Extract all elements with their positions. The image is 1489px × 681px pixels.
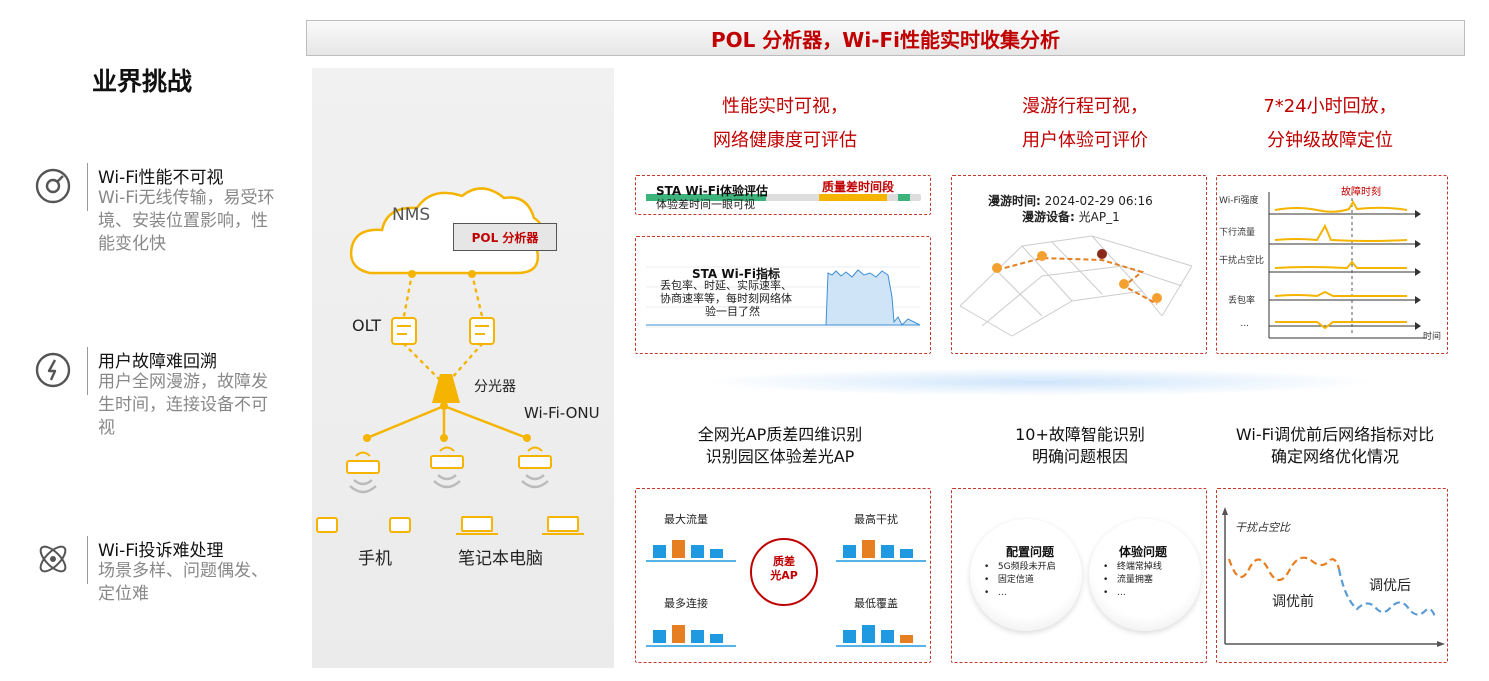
tuning-compare-card: 干扰占空比 调优前 调优后: [1216, 488, 1448, 663]
quad-label-interference: 最高干扰: [854, 513, 898, 526]
feature-title-roam: 漫游行程可视， 用户体验可评价: [1022, 96, 1148, 151]
roaming-map: [959, 235, 1193, 337]
client-devices: [316, 516, 584, 535]
challenge-heading: 用户故障难回溯: [98, 352, 217, 372]
card2-title: STA Wi-Fi指标: [692, 267, 781, 281]
replay-timeline: [1268, 192, 1427, 339]
challenge-desc: 场景多样、问题偶发、定位难: [98, 561, 268, 604]
metrics-sparkline: [646, 266, 921, 328]
divider: [87, 163, 88, 211]
row-label: Wi-Fi强度: [1219, 196, 1259, 206]
divider: [87, 536, 88, 584]
config-issue-list: • 5G频段未开启 • 固定信道 • …: [984, 562, 1056, 598]
diagram-lines: [316, 187, 584, 535]
splitter-device: [432, 374, 460, 403]
challenge-desc: 用户全网漫游，故障发生时间，连接设备不可视: [98, 372, 268, 438]
glow-divider: [700, 368, 1380, 396]
experience-issue-bubble: 体验问题 • 终端常掉线 • 流量拥塞 • …: [1089, 519, 1201, 631]
network-diagram: NMS POL 分析器 OLT 分光器 Wi-Fi-ONU 手机 笔记本电脑: [312, 68, 614, 668]
row-label: ...: [1240, 319, 1249, 329]
roaming-map-card: 漫游时间: 2024-02-29 06:16 漫游设备: 光AP_1: [951, 175, 1207, 354]
bad-ap-center: 质差 光AP: [770, 555, 798, 582]
olt-device-left: [391, 317, 417, 345]
gauge-icon: [35, 168, 71, 204]
feature-title-compare: Wi-Fi调优前后网络指标对比 确定网络优化情况: [1235, 425, 1435, 466]
fault-identify-card: 配置问题 • 5G频段未开启 • 固定信道 • … 体验问题 • 终端常掉线 •…: [951, 488, 1207, 663]
onu-devices: [346, 455, 552, 474]
banner-title: POL 分析器，Wi-Fi性能实时收集分析: [710, 27, 1061, 52]
pol-label: POL 分析器: [471, 230, 539, 245]
nms-label: NMS: [392, 205, 431, 225]
experience-issue-title: 体验问题: [1119, 545, 1168, 559]
card1-sub: 体验差时间一眼可视: [656, 198, 755, 211]
feature-title-perf: 性能实时可视， 网络健康度可评估: [713, 96, 857, 151]
config-issue-title: 配置问题: [1006, 545, 1055, 559]
config-issue-bubble: 配置问题 • 5G频段未开启 • 固定信道 • …: [970, 519, 1082, 631]
after-label: 调优后: [1369, 578, 1411, 594]
fault-moment-label: 故障时刻: [1341, 187, 1381, 198]
onu-label: Wi-Fi-ONU: [524, 404, 600, 422]
compare-ylabel: 干扰占空比: [1235, 521, 1290, 534]
quad-label-coverage: 最低覆盖: [854, 597, 898, 610]
olt-label: OLT: [352, 316, 382, 335]
feature-title-quad: 全网光AP质差四维识别 识别园区体验差光AP: [697, 425, 863, 466]
row-label: 丢包率: [1227, 296, 1255, 306]
tuning-compare-chart: [1222, 507, 1445, 647]
card2-desc: 丢包率、时延、实际速率、 协商速率等，每时刻网络体 验一目了然: [660, 279, 792, 318]
challenge-item-complaint: Wi-Fi投诉难处理 场景多样、问题偶发、定位难: [34, 536, 294, 616]
atom-icon: [39, 545, 67, 573]
quad-label-connections: 最多连接: [664, 597, 708, 610]
clock-bolt-icon: [35, 352, 71, 388]
challenge-heading: Wi-Fi投诉难处理: [98, 541, 224, 561]
challenge-heading: Wi-Fi性能不可视: [98, 168, 224, 188]
quad-identify-card: 最大流量 最高干扰 最多连接 最低覆盖 质差 光AP: [635, 488, 931, 663]
card1-title: STA Wi-Fi体验评估: [656, 184, 769, 198]
challenge-item-wifi-invisible: Wi-Fi性能不可视 Wi-Fi无线传输，易受环境、安装位置影响，性能变化快: [34, 163, 294, 263]
row-label: 下行流量: [1219, 228, 1256, 238]
replay-card: 故障时刻 Wi-Fi强度 下行流量 干扰占空比 丢包率 ... 时间: [1216, 175, 1448, 354]
splitter-label: 分光器: [474, 379, 516, 395]
time-axis-label: 时间: [1423, 332, 1442, 342]
challenge-desc: Wi-Fi无线传输，易受环境、安装位置影响，性能变化快: [98, 188, 275, 254]
card1-tag: 质量差时间段: [822, 180, 895, 194]
challenge-item-fault-trace: 用户故障难回溯 用户全网漫游，故障发生时间，连接设备不可视: [34, 347, 294, 447]
pol-analyzer-box: POL 分析器: [453, 223, 557, 251]
roam-time: 漫游时间: 2024-02-29 06:16: [988, 194, 1153, 208]
feature-title-fault: 10+故障智能识别 明确问题根因: [1015, 425, 1145, 466]
row-label: 干扰占空比: [1219, 256, 1265, 266]
roam-device: 漫游设备: 光AP_1: [1022, 210, 1120, 224]
laptop-label: 笔记本电脑: [458, 549, 543, 569]
before-label: 调优前: [1272, 594, 1314, 610]
page-banner: POL 分析器，Wi-Fi性能实时收集分析: [306, 20, 1465, 56]
feature-title-replay: 7*24小时回放， 分钟级故障定位: [1263, 96, 1397, 151]
phone-label: 手机: [358, 549, 392, 569]
quad-bars: [646, 538, 926, 647]
divider: [87, 347, 88, 395]
sta-metrics-card: STA Wi-Fi指标 丢包率、时延、实际速率、 协商速率等，每时刻网络体 验一…: [635, 236, 931, 354]
olt-device-right: [469, 317, 495, 345]
challenges-title: 业界挑战: [92, 67, 193, 96]
sta-experience-card: STA Wi-Fi体验评估 体验差时间一眼可视 质量差时间段: [635, 175, 931, 215]
experience-issue-list: • 终端常掉线 • 流量拥塞 • …: [1103, 562, 1162, 598]
quad-label-traffic: 最大流量: [664, 513, 708, 526]
